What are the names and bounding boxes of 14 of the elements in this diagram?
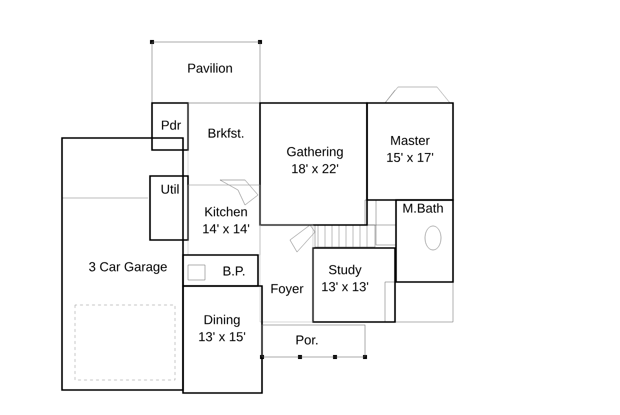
room-label: Pdr: [162, 120, 181, 130]
room-label: Kitchen 14' x 14': [203, 206, 250, 234]
room-label: Foyer: [271, 284, 304, 296]
room-label: Study 13' x 13': [322, 264, 368, 292]
room-label: 3 Car Garage: [89, 262, 167, 274]
room-label: M.Bath: [403, 203, 443, 213]
room-label: Brkfst.: [208, 128, 244, 138]
room-label: Por.: [296, 335, 318, 345]
room-label: Gathering 18' x 22': [287, 146, 343, 174]
room-label: Util: [162, 184, 179, 194]
room-label: Pavilion: [188, 63, 232, 73]
room-label: B.P.: [224, 266, 244, 276]
room-label: Master 15' x 17': [387, 136, 434, 162]
room-label: Dining 13' x 15': [199, 314, 246, 342]
